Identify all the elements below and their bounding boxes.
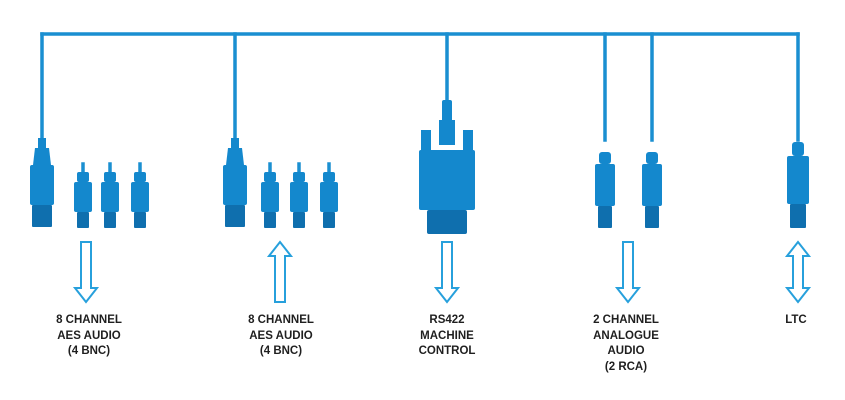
rca-body <box>642 164 662 206</box>
dsub-face <box>427 210 467 234</box>
rca-plug-icon <box>595 152 615 228</box>
label-line: ANALOGUE <box>593 329 659 342</box>
bnc-body <box>261 182 279 212</box>
arrow-up-down-icon <box>784 240 812 304</box>
label-line: (4 BNC) <box>67 345 111 357</box>
arrow-down-icon <box>614 241 642 304</box>
direction-arrows <box>72 240 812 304</box>
label-rs422: RS422 MACHINE CONTROL <box>372 313 522 360</box>
dsub-screw-right <box>463 130 473 150</box>
rca-nose <box>598 206 612 228</box>
label-line: AES AUDIO <box>57 329 121 342</box>
label-line: 8 CHANNEL <box>248 314 314 326</box>
dsub-hood <box>439 120 455 145</box>
label-analogue-audio: 2 CHANNEL ANALOGUE AUDIO (2 RCA) <box>551 313 701 375</box>
bnc-plug-icon <box>261 172 279 228</box>
label-line: (4 BNC) <box>259 345 303 357</box>
rca-plug-icon <box>642 152 662 228</box>
bnc-cap <box>293 172 305 182</box>
bnc-nose <box>104 212 116 228</box>
bnc-plug-icon <box>290 172 308 228</box>
label-line: AUDIO <box>607 345 645 357</box>
rca-nose <box>645 206 659 228</box>
rca-cap <box>599 152 611 164</box>
bnc-plug-icon <box>787 142 809 228</box>
arrow-up-icon <box>266 240 294 303</box>
arrow-down-icon <box>433 241 461 304</box>
ltc-nose <box>790 204 806 228</box>
label-aes-audio-1: 8 CHANNEL AES AUDIO (4 BNC) <box>14 313 164 360</box>
connector-group <box>30 100 809 234</box>
bnc-body <box>101 182 119 212</box>
label-line: CONTROL <box>418 345 476 357</box>
label-line: AES AUDIO <box>249 329 313 342</box>
label-aes-audio-2: 8 CHANNEL AES AUDIO (4 BNC) <box>206 313 356 360</box>
bnc-nose <box>293 212 305 228</box>
rca-cap <box>646 152 658 164</box>
rca-body <box>595 164 615 206</box>
label-line: MACHINE <box>420 329 474 342</box>
bnc-cap <box>264 172 276 182</box>
label-line: 8 CHANNEL <box>56 314 122 326</box>
plug-neck <box>33 148 51 165</box>
label-line: LTC <box>785 314 807 326</box>
bnc-cap <box>77 172 89 182</box>
arrow-down-icon <box>72 241 100 304</box>
label-line: 2 CHANNEL <box>593 314 659 326</box>
plug-nose <box>32 205 52 227</box>
multi-pin-plug-icon <box>223 138 247 227</box>
cable-harness <box>40 32 800 174</box>
ltc-cap <box>792 142 804 156</box>
ltc-body <box>787 156 809 204</box>
label-line: (2 RCA) <box>604 360 648 373</box>
bnc-body <box>320 182 338 212</box>
plug-body <box>223 165 247 205</box>
plug-strain-relief <box>38 138 46 148</box>
multi-pin-plug-icon <box>30 138 54 227</box>
plug-strain-relief <box>231 138 239 148</box>
bnc-nose <box>77 212 89 228</box>
bnc-cap <box>104 172 116 182</box>
dsub-screw-left <box>421 130 431 150</box>
plug-nose <box>225 205 245 227</box>
bnc-body <box>131 182 149 212</box>
bnc-nose <box>323 212 335 228</box>
label-ltc: LTC <box>721 313 845 329</box>
plug-neck <box>226 148 244 165</box>
bnc-body <box>290 182 308 212</box>
bnc-cap <box>134 172 146 182</box>
bnc-nose <box>264 212 276 228</box>
dsub-shell <box>419 150 475 210</box>
label-line: RS422 <box>429 314 465 326</box>
plug-body <box>30 165 54 205</box>
bnc-nose <box>134 212 146 228</box>
bnc-plug-icon <box>131 172 149 228</box>
d-sub-connector-icon <box>419 100 475 234</box>
bnc-plug-icon <box>74 172 92 228</box>
bnc-plug-icon <box>320 172 338 228</box>
bnc-plug-icon <box>101 172 119 228</box>
bnc-cap <box>323 172 335 182</box>
bnc-body <box>74 182 92 212</box>
